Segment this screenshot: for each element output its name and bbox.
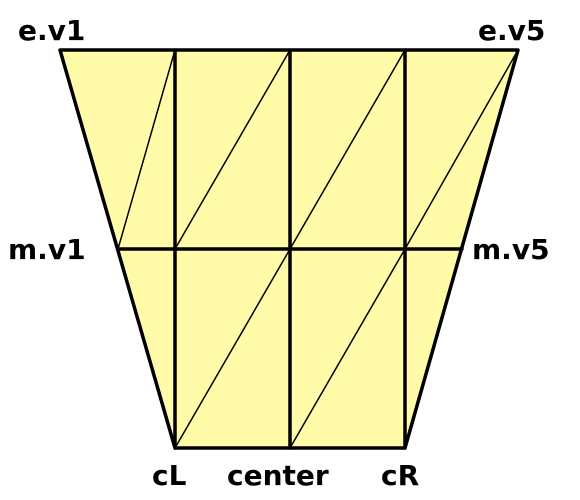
diagonal-top-1 [117, 49, 176, 250]
label-e-v5: e.v5 [478, 14, 545, 47]
grid-edges [116, 48, 464, 450]
diagonal-top-2 [174, 49, 291, 250]
diagonal-top-4 [404, 49, 519, 250]
label-m-v5: m.v5 [472, 233, 550, 266]
diagonal-top-3 [289, 49, 406, 250]
diagonal-bottom-2 [289, 248, 406, 449]
label-center: center [227, 459, 329, 492]
label-e-v1: e.v1 [18, 14, 85, 47]
label-cL: cL [152, 459, 187, 492]
outer-boundary [58, 48, 520, 450]
label-cR: cR [381, 459, 419, 492]
label-m-v1: m.v1 [8, 233, 86, 266]
diagonal-bottom-1 [174, 248, 291, 449]
